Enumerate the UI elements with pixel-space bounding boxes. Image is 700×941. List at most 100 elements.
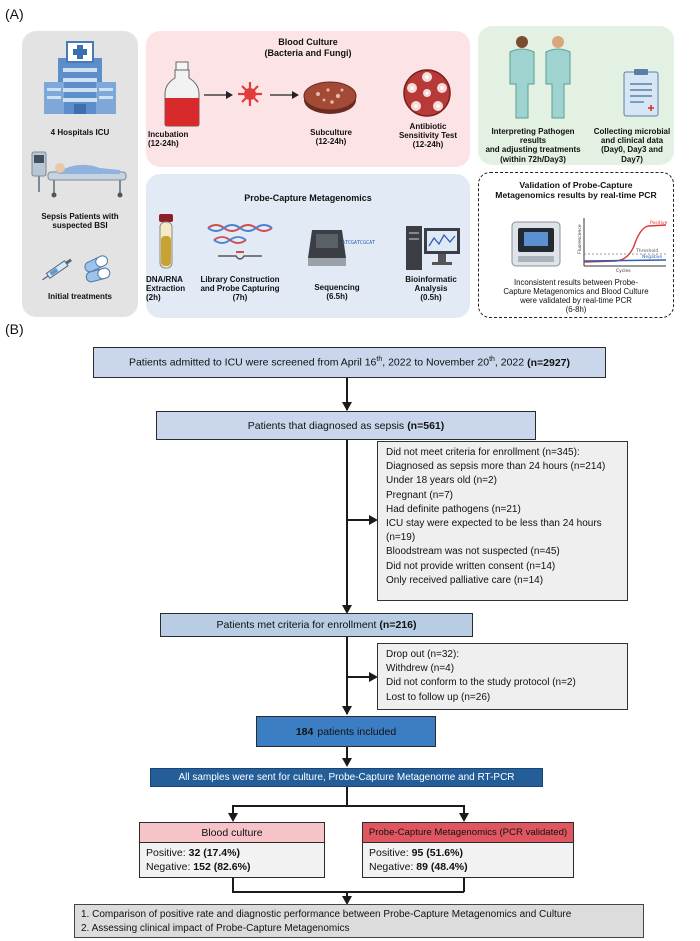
exclusion-line: (n=19) [386, 532, 416, 544]
syringe-icon [42, 258, 72, 281]
connector-line [346, 747, 348, 765]
pills-icon [84, 255, 111, 283]
screened-count: (n=2927) [527, 356, 571, 369]
initial-treatments-label: Initial treatments [47, 292, 112, 301]
arrowhead-icon [369, 515, 378, 525]
connector-line [232, 805, 234, 819]
connector-line [346, 378, 348, 410]
panel-a-label: (A) [5, 6, 24, 22]
sequencer-icon: ATCGATCGCAT [308, 230, 375, 266]
meta-positive-label: Positive: [369, 847, 409, 859]
sepsis-count: (n=561) [407, 419, 445, 432]
sepsis-patients-label: Sepsis Patients with suspected BSI [41, 212, 119, 231]
screened-text: Patients admitted to ICU were screened f… [128, 356, 525, 369]
outcome-1: 1. Comparison of positive rate and diagn… [81, 909, 572, 920]
validation-description: Inconsistent results between Probe- Capt… [503, 278, 649, 314]
culture-results: Positive: 32 (17.4%) Negative: 152 (82.6… [139, 843, 325, 878]
ast-label: Antibiotic Sensitivity Test (12-24h) [398, 122, 458, 150]
connector-line [463, 805, 465, 819]
arrowhead-icon [342, 758, 352, 767]
meta-negative-label: Negative: [369, 861, 414, 874]
culture-negative-label: Negative: [146, 861, 191, 874]
connector-line [346, 636, 348, 714]
plot-positive-label: Positive [650, 220, 668, 226]
petri-dish-icon [303, 81, 357, 114]
arrowhead-icon [342, 706, 352, 715]
enrolled-box: Patients met criteria for enrollment(n=2… [160, 613, 473, 637]
included-text: patients included [317, 725, 397, 738]
pcr-machine-icon [511, 221, 561, 267]
panel-b-label: (B) [5, 321, 24, 337]
dropout-line: Lost to follow up (n=26) [386, 691, 491, 703]
samples-box: All samples were sent for culture, Probe… [150, 768, 543, 787]
arrowhead-icon [342, 605, 352, 614]
sequencing-label: Sequencing (6.5h) [314, 283, 360, 302]
exclusion-line: Only received palliative care (n=14) [386, 574, 544, 586]
exclusion-line: ICU stay were expected to be less than 2… [386, 517, 602, 529]
antibiotic-plate-icon [403, 69, 451, 117]
metagenomics-results: Positive: 95 (51.6%) Negative: 89 (48.4%… [362, 843, 574, 878]
hospital-icon [44, 41, 116, 114]
library-label: Library Construction and Probe Capturing… [200, 275, 280, 303]
culture-positive-label: Positive: [146, 847, 186, 859]
culture-bottle-icon [164, 61, 200, 127]
connector-line [463, 878, 465, 892]
incubation-label: Incubation (12-24h) [148, 130, 189, 149]
exclusion-line: Did not meet criteria for enrollment (n=… [386, 447, 580, 458]
exclusion-line: Had definite pathogens (n=21) [386, 503, 521, 515]
connector-line [346, 786, 348, 805]
enrolled-count: (n=216) [379, 619, 417, 631]
dropout-line: Drop out (n=32): [386, 649, 460, 660]
bioinformatic-label: Bioinformatic Analysis (0.5h) [405, 275, 457, 303]
culture-header: Blood culture [139, 822, 325, 843]
outcomes-box: 1. Comparison of positive rate and diagn… [74, 904, 644, 938]
clinicians-icon [509, 36, 571, 119]
interpreting-label: Interpreting Pathogen results and adjust… [485, 127, 581, 164]
outcome-2: 2. Assessing clinical impact of Probe-Ca… [81, 922, 350, 934]
connector-line [232, 805, 464, 807]
pathogen-icon [238, 82, 262, 106]
hospital-bed-icon [31, 151, 127, 198]
meta-positive-value: 95 (51.6%) [411, 847, 463, 859]
dropout-line: Withdrew (n=4) [386, 663, 455, 675]
sequence-text: ATCGATCGCAT [342, 240, 375, 246]
exclusion-line: Under 18 years old (n=2) [386, 475, 497, 487]
hospital-label: 4 Hospitals ICU [50, 128, 110, 137]
sepsis-text: Patients that diagnosed as sepsis [247, 419, 405, 432]
computer-icon [406, 226, 460, 270]
dna-library-icon [207, 224, 273, 260]
included-count: 184 [295, 725, 314, 738]
exclusion-line: Did not provide written consent (n=14) [386, 560, 556, 572]
validation-title: Validation of Probe-Capture Metagenomics… [495, 180, 657, 201]
dropout-line: Did not conform to the study protocol (n… [386, 677, 576, 689]
screened-box: Patients admitted to ICU were screened f… [93, 347, 606, 378]
exclusion-line: Bloodstream was not suspected (n=45) [386, 546, 560, 558]
blood-culture-title: Blood Culture (Bacteria and Fungi) [264, 37, 352, 58]
exclusion-box-enrollment: Did not meet criteria for enrollment (n=… [377, 441, 628, 601]
subculture-label: Subculture (12-24h) [310, 128, 352, 147]
plot-xlabel: Cycles [616, 268, 631, 274]
arrowhead-icon [228, 813, 238, 822]
pcr-amplification-plot: Positive Threshold Negative Cycles Fluor… [577, 218, 668, 274]
exclusion-line: Diagnosed as sepsis more than 24 hours (… [386, 461, 606, 473]
plot-threshold-label: Threshold [635, 248, 658, 254]
arrowhead-icon [342, 402, 352, 411]
arrow-right-icon [204, 91, 233, 99]
connector-line [232, 878, 234, 892]
exclusion-box-dropout: Drop out (n=32): Withdrew (n=4) Did not … [377, 643, 628, 710]
arrow-right-icon [270, 91, 299, 99]
culture-positive-value: 32 (17.4%) [188, 847, 240, 859]
plot-ylabel: Fluorescence [577, 224, 583, 254]
meta-negative-value: 89 (48.4%) [416, 861, 468, 874]
connector-line [346, 676, 376, 678]
enrolled-text: Patients met criteria for enrollment [216, 619, 377, 631]
arrowhead-icon [369, 672, 378, 682]
validation-panel [478, 172, 674, 318]
connector-line [232, 891, 464, 893]
clipboard-icon [623, 69, 659, 117]
extraction-label: DNA/RNA Extraction (2h) [146, 275, 186, 303]
plot-negative-label: Negative [642, 254, 662, 260]
metagenomics-title: Probe-Capture Metagenomics [244, 193, 372, 203]
culture-negative-value: 152 (82.6%) [193, 861, 251, 874]
arrowhead-icon [459, 813, 469, 822]
